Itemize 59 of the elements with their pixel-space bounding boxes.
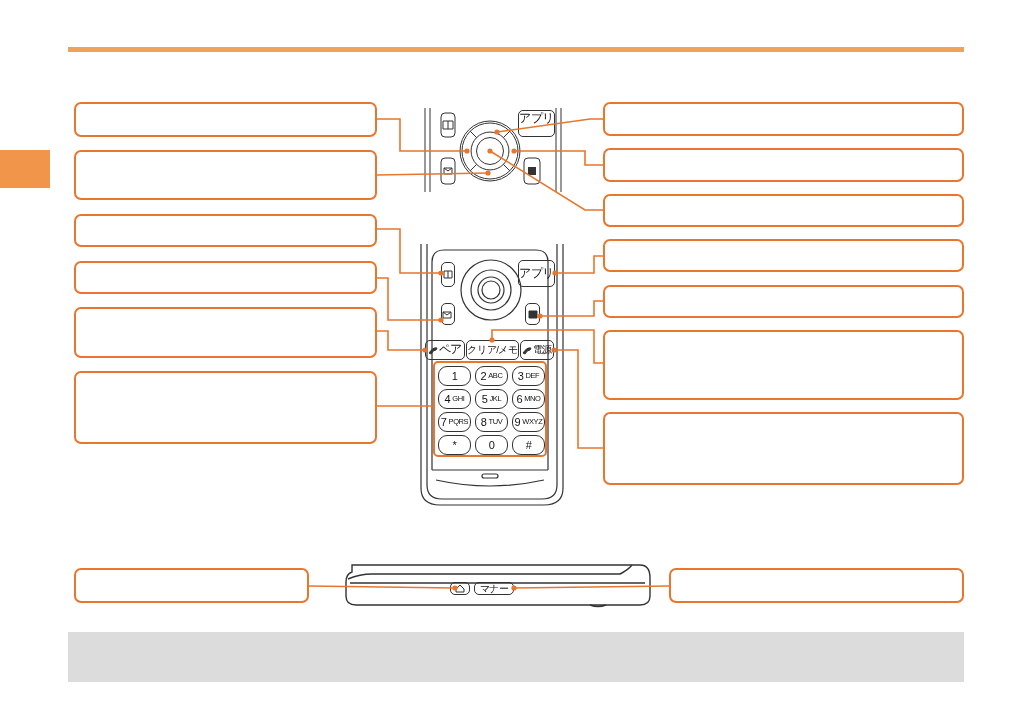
callout-box (74, 261, 377, 294)
key-digit: * (452, 439, 457, 451)
center-key (476, 137, 504, 165)
key-digit: 3 (517, 370, 524, 382)
key-digit: 6 (516, 393, 523, 405)
leader-line (511, 585, 670, 591)
callout-box (603, 102, 964, 136)
key-digit: 8 (480, 416, 487, 428)
app-key: アプリ (518, 260, 555, 287)
callout-box (74, 371, 377, 444)
side-key (450, 582, 470, 595)
callout-box (74, 214, 377, 247)
leader-line (376, 228, 444, 276)
callout-box (669, 568, 964, 603)
camera-key (525, 303, 540, 325)
key-digit: 4 (444, 393, 451, 405)
leader-line (376, 405, 434, 407)
leader-line (376, 330, 428, 353)
nav-key-left (461, 130, 478, 172)
nav-key-up (469, 122, 511, 139)
callout-box (603, 285, 964, 318)
nav-key-right (502, 130, 519, 172)
leader-line (487, 148, 604, 211)
key-digit: 1 (451, 370, 458, 382)
key-digit: 2 (480, 370, 487, 382)
callout-box (603, 412, 964, 485)
callout-box (603, 148, 964, 182)
phonebook-key (441, 262, 455, 287)
callout-box (603, 194, 964, 227)
power-key (520, 340, 554, 360)
leader-line (537, 300, 604, 319)
callout-box (603, 330, 964, 400)
note-band (68, 632, 964, 682)
clear-memo-key: クリア/メモ (466, 340, 519, 360)
leader-line (494, 118, 604, 135)
keypad (433, 361, 547, 457)
app-key: アプリ (518, 110, 555, 137)
mail-key (441, 303, 455, 325)
key-digit: 7 (440, 416, 447, 428)
key-digit: 0 (488, 439, 495, 451)
leader-line (376, 118, 470, 154)
callout-box (74, 150, 377, 200)
leader-line (552, 255, 604, 276)
call-key (425, 340, 465, 360)
key-digit: # (525, 439, 532, 451)
key-label: ペア (438, 344, 463, 356)
callout-box (74, 102, 377, 137)
key-digit: 9 (514, 416, 521, 428)
callout-box (74, 568, 309, 603)
leader-line (376, 277, 444, 323)
leader-line (376, 170, 491, 176)
leader-line (511, 148, 604, 166)
key-label: 電源 (532, 345, 553, 355)
callout-box (74, 307, 377, 358)
callout-box (603, 239, 964, 272)
leader-line (551, 347, 604, 449)
leader-line (489, 329, 604, 364)
key-digit: 5 (481, 393, 488, 405)
leader-line (308, 585, 458, 591)
